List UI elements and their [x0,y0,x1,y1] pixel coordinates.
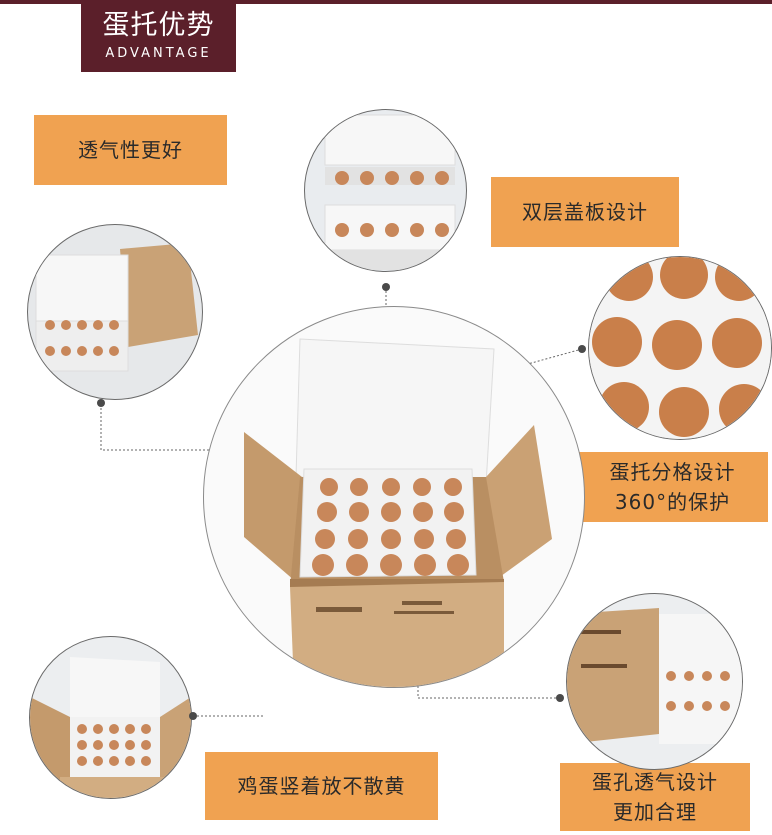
connector-dot [578,345,586,353]
connector-dot [556,694,564,702]
label-breathable: 透气性更好 [34,115,227,185]
connector-dot [189,712,197,720]
section-header: 蛋托优势 ADVANTAGE [81,0,236,72]
label-upright-text: 鸡蛋竖着放不散黄 [237,774,406,798]
label-breathable-text: 透气性更好 [78,138,183,162]
divider-closeup-image [588,256,772,440]
label-double-layer-text: 双层盖板设计 [522,200,648,224]
label-holes: 蛋孔透气设计 更加合理 [560,763,750,831]
label-holes-line1: 蛋孔透气设计 [592,770,718,794]
breathable-image [27,224,203,400]
upright-image [29,636,192,799]
label-divider-line1: 蛋托分格设计 [609,460,736,484]
label-upright: 鸡蛋竖着放不散黄 [205,752,438,820]
carton-main-image [203,306,585,688]
holes-image [566,593,743,770]
connector-dot [97,399,105,407]
top-accent-line [0,0,772,4]
label-double-layer: 双层盖板设计 [491,177,679,247]
label-divider-line2: 360°的保护 [614,490,731,514]
header-subtitle: ADVANTAGE [105,46,212,61]
connector-dot [382,283,390,291]
header-title: 蛋托优势 [102,10,215,41]
label-divider: 蛋托分格设计 360°的保护 [577,452,768,522]
label-holes-line2: 更加合理 [613,800,697,824]
double-layer-image [304,109,467,272]
